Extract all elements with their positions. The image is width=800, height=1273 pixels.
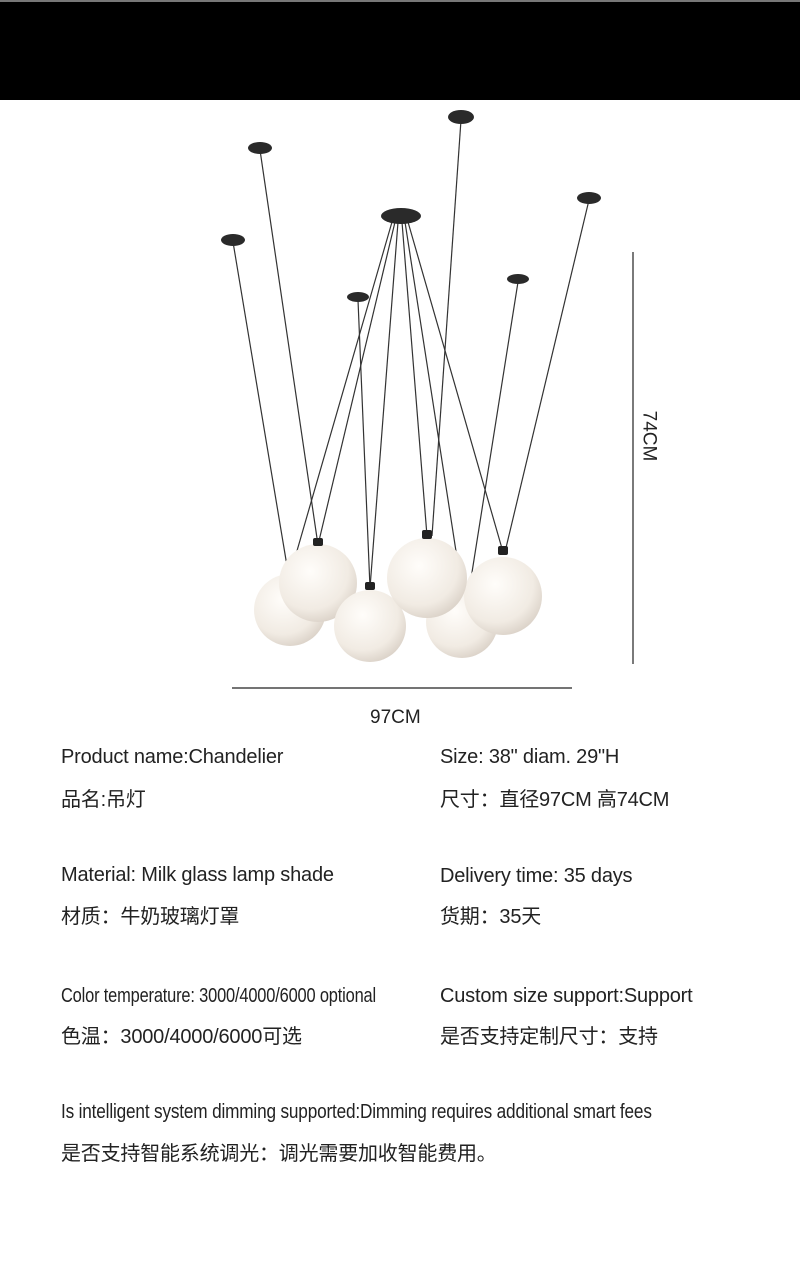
spec-material-zh: 材质：牛奶玻璃灯罩 — [61, 906, 240, 928]
header-bar — [0, 0, 800, 100]
spec-product-name-en: Product name:Chandelier — [61, 746, 284, 768]
height-label: 74CM — [638, 410, 660, 462]
spec-delivery-en: Delivery time: 35 days — [440, 865, 633, 887]
spec-dimming-en: Is intelligent system dimming supported:… — [61, 1101, 652, 1123]
spec-color-temp-en: Color temperature: 3000/4000/6000 option… — [61, 985, 376, 1007]
width-label: 97CM — [370, 707, 421, 728]
chandelier-image — [221, 110, 634, 689]
spec-product-name-zh: 品名:吊灯 — [61, 789, 146, 811]
spec-custom-size-zh: 是否支持定制尺寸：支持 — [440, 1026, 658, 1048]
spec-delivery-zh: 货期：35天 — [440, 906, 542, 928]
spec-custom-size-en: Custom size support:Support — [440, 985, 693, 1007]
spec-size-zh: 尺寸：直径97CM 高74CM — [440, 789, 670, 811]
spec-size-en: Size: 38" diam. 29"H — [440, 746, 620, 768]
spec-color-temp-zh: 色温：3000/4000/6000可选 — [61, 1026, 302, 1048]
spec-dimming-zh: 是否支持智能系统调光：调光需要加收智能费用。 — [61, 1143, 497, 1165]
spec-material-en: Material: Milk glass lamp shade — [61, 864, 334, 886]
